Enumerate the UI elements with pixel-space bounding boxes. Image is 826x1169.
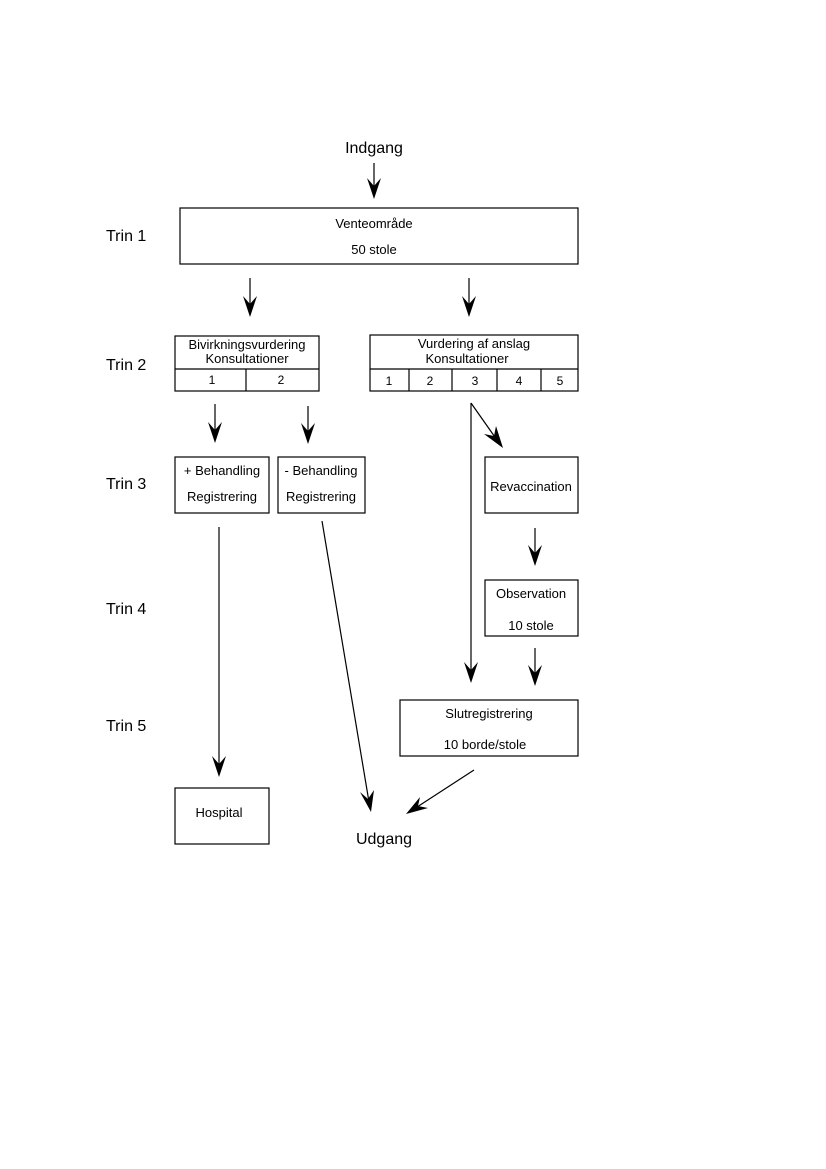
stage-label-1: Trin 1	[106, 228, 146, 245]
arrow-waiting-to-reaction	[462, 278, 476, 317]
stage-label-4: Trin 4	[106, 601, 146, 618]
hospital-title: Hospital	[196, 805, 243, 820]
stage-label-5: Trin 5	[106, 718, 146, 735]
reaction-room-5: 5	[557, 374, 564, 388]
reaction-subtitle: Konsultationer	[425, 351, 509, 366]
arrow-treatment-negative-to-exit	[321, 520, 374, 812]
observation-capacity: 10 stole	[508, 618, 554, 633]
waiting-area-box: Venteområde 50 stole	[179, 207, 579, 265]
side-effects-title: Bivirkningsvurdering	[188, 337, 305, 352]
waiting-area-capacity: 50 stole	[351, 242, 397, 257]
observation-title: Observation	[496, 586, 566, 601]
reaction-room-3: 3	[472, 374, 479, 388]
treatment-negative-box: - Behandling Registrering	[277, 456, 366, 514]
reaction-room-2: 2	[427, 374, 434, 388]
arrow-side-effects-to-treatment-positive	[208, 404, 222, 443]
reaction-title: Vurdering af anslag	[418, 336, 530, 351]
treatment-negative-line2: Registrering	[286, 489, 356, 504]
arrow-entrance-to-waiting	[367, 163, 381, 199]
final-registration-capacity: 10 borde/stole	[444, 737, 526, 752]
treatment-positive-line1: + Behandling	[184, 463, 260, 478]
hospital-box: Hospital	[174, 787, 270, 845]
treatment-positive-box: + Behandling Registrering	[174, 456, 270, 514]
entrance-label: Indgang	[345, 140, 403, 157]
final-registration-box: Slutregistrering 10 borde/stole	[399, 699, 579, 757]
observation-box: Observation 10 stole	[484, 579, 579, 637]
treatment-negative-line1: - Behandling	[285, 463, 358, 478]
stage-label-2: Trin 2	[106, 357, 146, 374]
side-effects-room-2: 2	[278, 373, 285, 387]
arrow-final-registration-to-exit	[406, 769, 475, 814]
arrow-waiting-to-side-effects	[243, 278, 257, 317]
final-registration-title: Slutregistrering	[445, 706, 532, 721]
treatment-positive-line2: Registrering	[187, 489, 257, 504]
revaccination-box: Revaccination	[484, 456, 579, 514]
arrow-reaction-to-revaccination	[470, 402, 503, 448]
side-effects-subtitle: Konsultationer	[205, 351, 289, 366]
reaction-box: Vurdering af anslag Konsultationer 1 2 3…	[369, 334, 579, 392]
side-effects-room-1: 1	[209, 373, 216, 387]
reaction-room-4: 4	[516, 374, 523, 388]
exit-label: Udgang	[356, 831, 412, 848]
arrow-treatment-positive-to-hospital	[212, 527, 226, 777]
arrow-revaccination-to-observation	[528, 528, 542, 566]
reaction-room-1: 1	[386, 374, 393, 388]
arrow-observation-to-final-registration	[528, 648, 542, 686]
waiting-area-title: Venteområde	[335, 216, 412, 231]
side-effects-box: Bivirkningsvurdering Konsultationer 1 2	[174, 335, 320, 392]
arrow-reaction-to-final-registration	[464, 403, 478, 683]
revaccination-title: Revaccination	[490, 479, 572, 494]
stage-label-3: Trin 3	[106, 476, 146, 493]
arrow-side-effects-to-treatment-negative	[301, 406, 315, 444]
